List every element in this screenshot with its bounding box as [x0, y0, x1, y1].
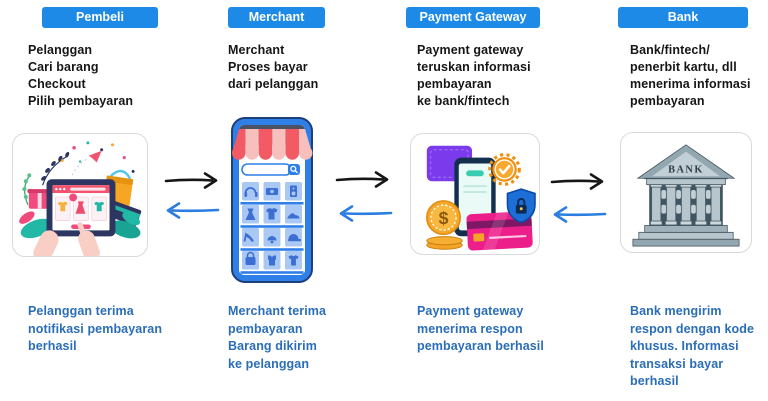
stage-result-merchant: Merchant terima pembayaran Barang dikiri…: [228, 304, 327, 371]
stage-description-pembeli: Pelanggan Cari barang Checkout Pilih pem…: [28, 43, 134, 108]
return-arrow-icon: [553, 206, 607, 223]
stage-result-payment-gateway: Payment gateway menerima respon pembayar…: [417, 304, 544, 353]
dollar-symbol: $: [439, 208, 449, 228]
search-bar: [241, 163, 300, 176]
forward-arrow-icon: [335, 171, 389, 188]
bank-sign-label: BANK: [668, 164, 704, 175]
verified-badge-icon: [488, 153, 521, 186]
gift-box-icon: [27, 189, 52, 209]
store-awning-icon: [232, 129, 313, 160]
return-arrow-icon: [339, 205, 393, 222]
return-arrow-icon: [166, 202, 220, 219]
shield-lock-icon: [506, 188, 536, 224]
stage-result-pembeli: Pelanggan terima notifikasi pembayaran b…: [28, 304, 163, 353]
stage-badge-bank: Bank: [618, 7, 748, 28]
plants-decoration: [22, 151, 70, 206]
credit-card-icon: [466, 211, 533, 251]
product-grid: [240, 182, 304, 274]
confetti-decoration: [60, 141, 135, 173]
paper-plane-icon: [71, 150, 102, 176]
stage-description-bank: Bank/fintech/ penerbit kartu, dll meneri…: [630, 43, 751, 108]
payment-gateway-illustration: $: [410, 133, 540, 255]
stage-badge-merchant: Merchant: [228, 7, 325, 28]
forward-arrow-icon: [164, 172, 218, 189]
stage-badge-pembeli: Pembeli: [42, 7, 158, 28]
coin-icon: $: [426, 200, 463, 250]
stage-description-merchant: Merchant Proses bayar dari pelanggan: [228, 43, 319, 91]
bank-building-icon: BANK: [632, 144, 740, 247]
tablet-shop-screen: [46, 179, 116, 237]
hands-decoration: [33, 222, 100, 256]
stage-description-payment-gateway: Payment gateway teruskan informasi pemba…: [417, 43, 531, 108]
storefront-phone-illustration: [227, 116, 317, 286]
stage-badge-payment-gateway: Payment Gateway: [406, 7, 540, 28]
search-icon: [288, 164, 300, 175]
online-shopping-tablet-illustration: [12, 133, 148, 257]
stage-result-bank: Bank mengirim respon dengan kode khusus.…: [630, 304, 755, 388]
bank-building-illustration: BANK: [620, 132, 752, 253]
forward-arrow-icon: [550, 173, 604, 190]
